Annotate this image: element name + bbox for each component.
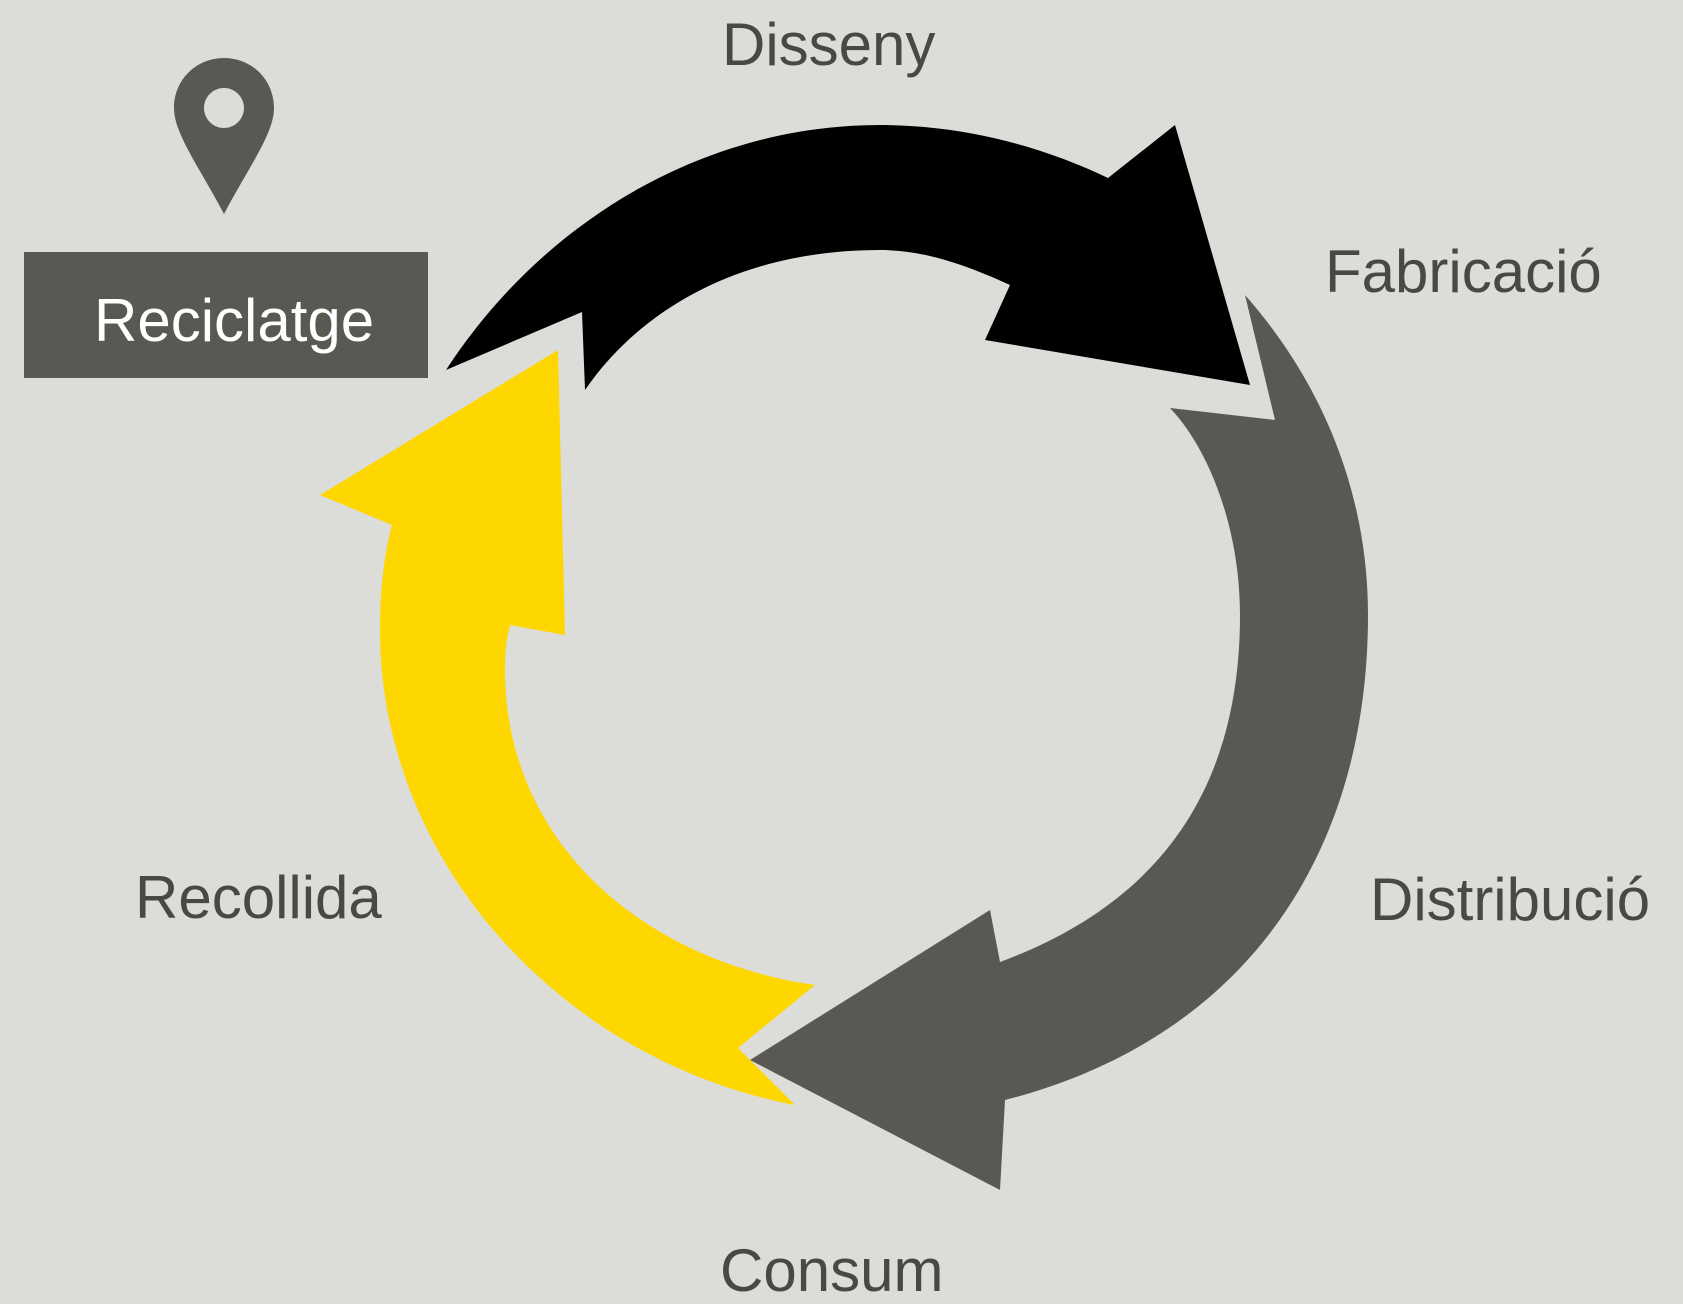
stage-label-consum: Consum [720, 1237, 944, 1304]
arrow-disseny-fabricacio [446, 125, 1250, 390]
location-pin-icon [174, 58, 274, 214]
stage-label-reciclatge: Reciclatge [94, 287, 375, 354]
stage-label-fabricacio: Fabricació [1325, 238, 1602, 305]
arrow-recollida-reciclatge [320, 350, 815, 1105]
stage-label-distribucio: Distribució [1370, 866, 1651, 933]
reciclatge-highlight-box [24, 252, 428, 378]
stage-label-recollida: Recollida [135, 864, 382, 931]
arrow-distribucio-consum [750, 295, 1368, 1190]
stage-label-disseny: Disseny [722, 11, 936, 78]
